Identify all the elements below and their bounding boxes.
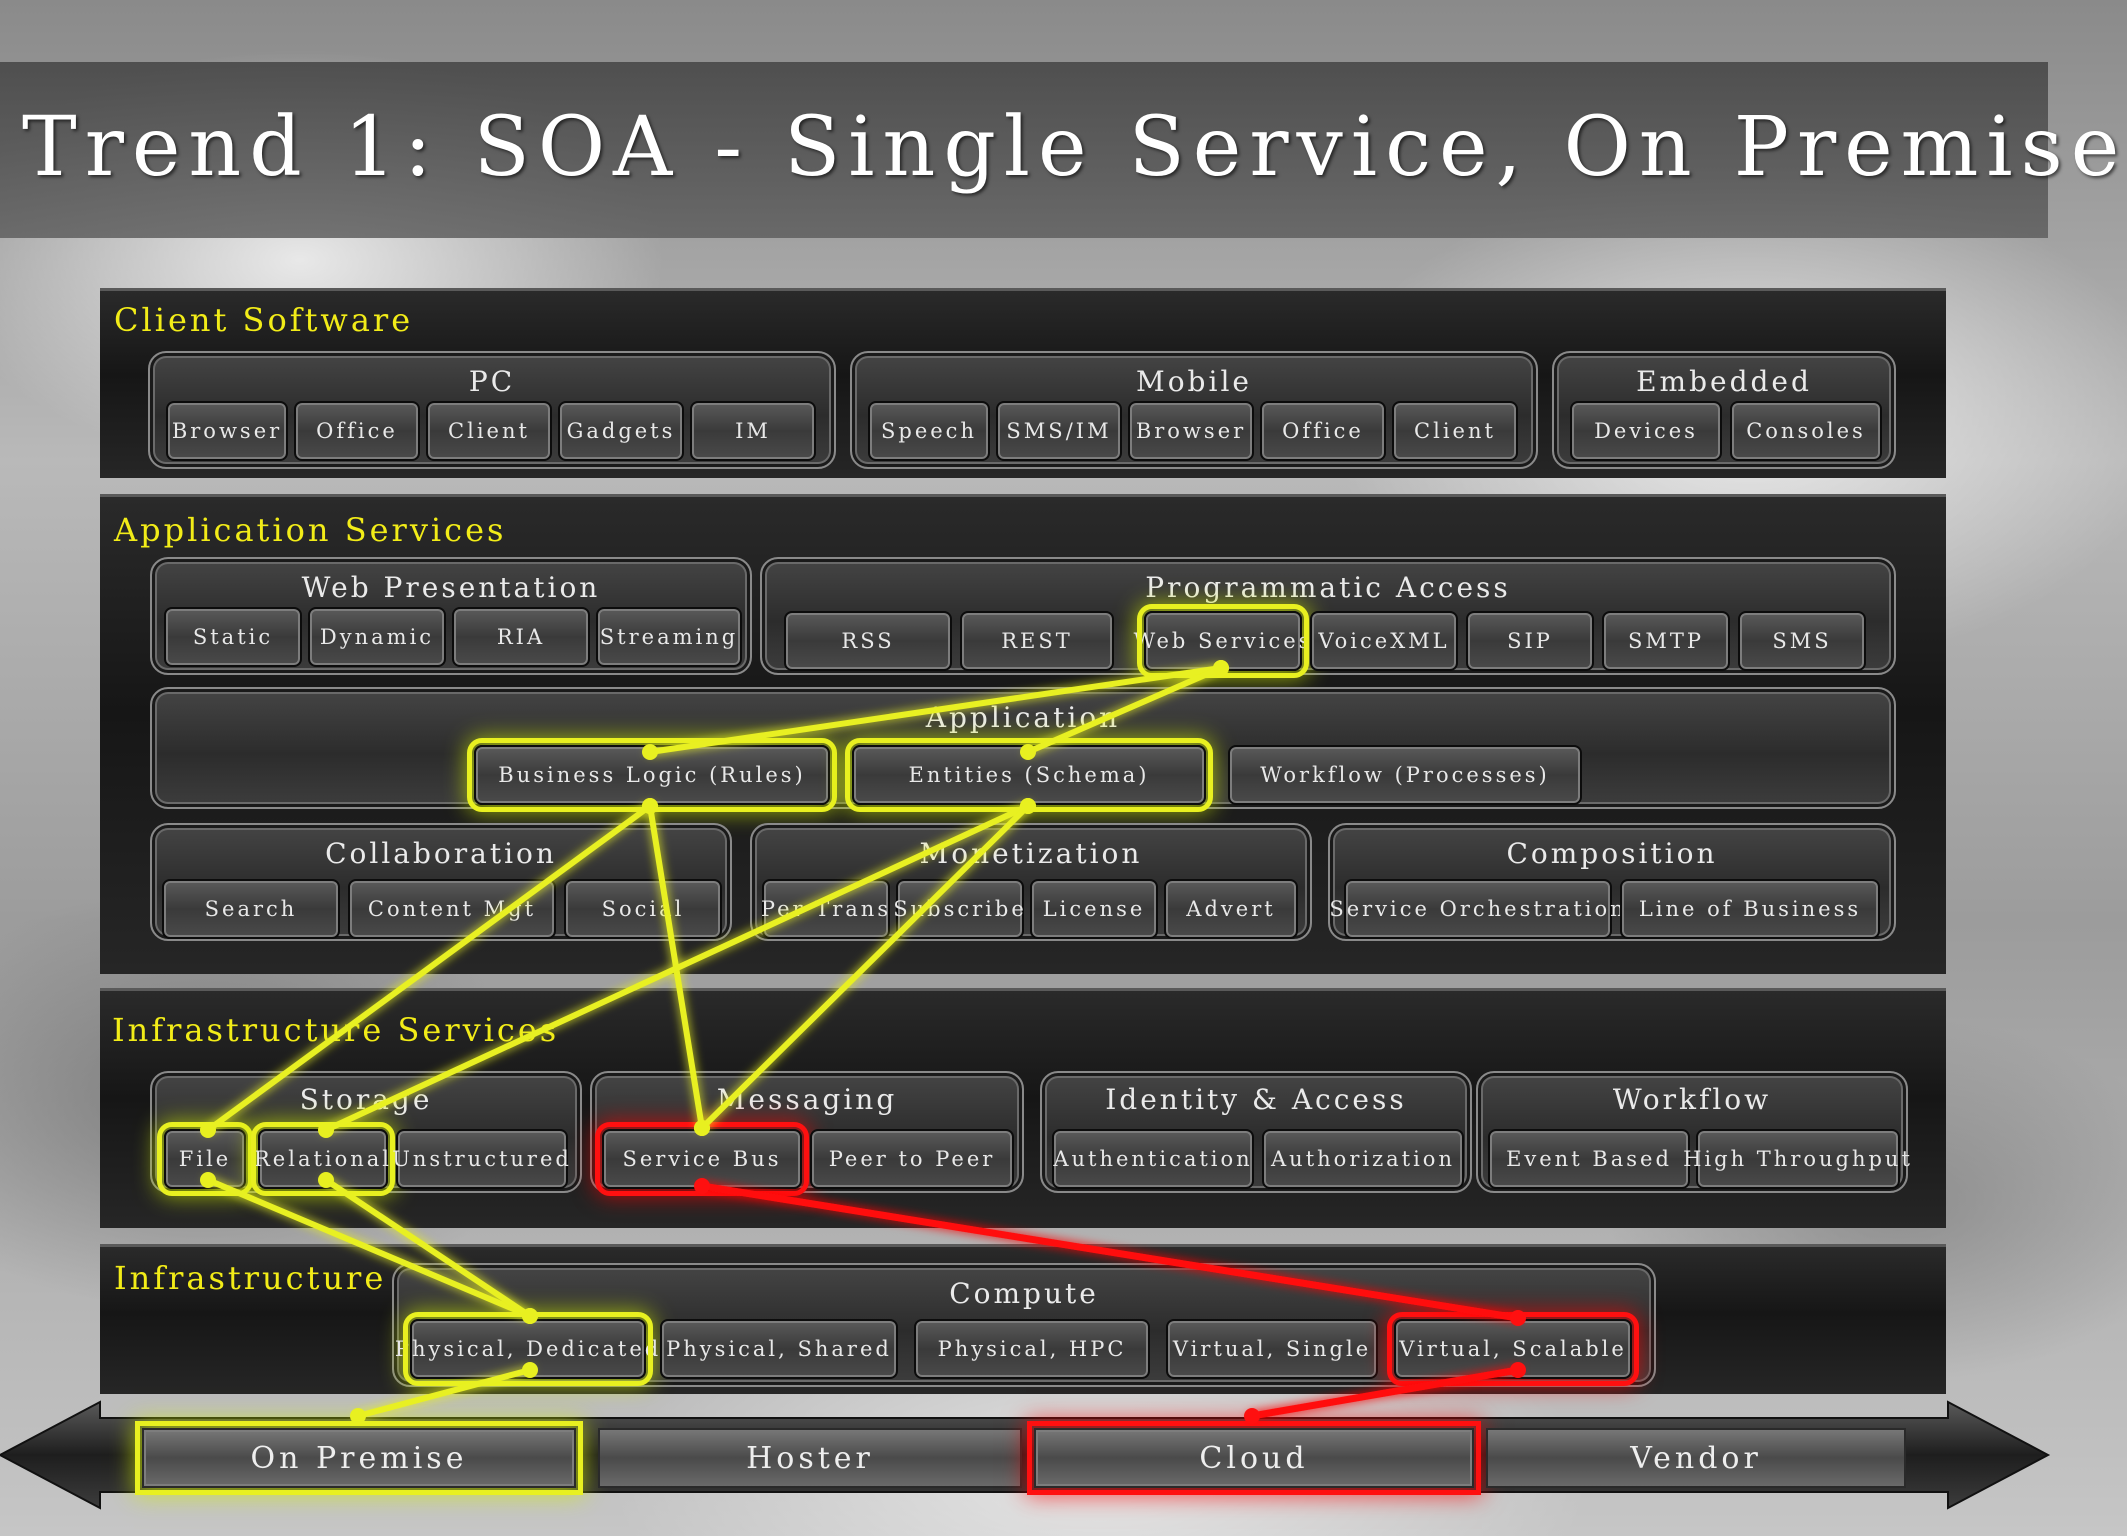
group-programmatic-access: Programmatic Access RSS REST Web Service… [760, 557, 1896, 678]
cell-ria: RIA [452, 607, 590, 667]
cell-streaming: Streaming [596, 607, 742, 667]
group-mobile: Mobile Speech SMS/IM Browser Office Clie… [850, 351, 1538, 469]
group-title-pc: PC [468, 365, 516, 398]
cell-service-orchestration: Service Orchestration [1329, 879, 1624, 939]
cell-mobile-browser: Browser [1128, 401, 1254, 461]
group-title-workflow: Workflow [1612, 1083, 1772, 1116]
cell-per-trans: Per Trans [761, 879, 890, 939]
group-identity-access: Identity & Access Authentication Authori… [1040, 1071, 1472, 1193]
group-compute: Compute Physical, Dedicated Physical, Sh… [392, 1263, 1656, 1387]
group-application: Application Business Logic (Rules) Entit… [150, 687, 1896, 812]
cell-physical-hpc: Physical, HPC [914, 1319, 1150, 1379]
band-title-application-services: Application Services [114, 511, 507, 549]
group-composition: Composition Service Orchestration Line o… [1328, 823, 1896, 941]
deployment-hoster: Hoster [598, 1428, 1022, 1488]
cell-search: Search [162, 879, 340, 939]
cell-devices: Devices [1570, 401, 1722, 461]
group-title-messaging: Messaging [716, 1083, 898, 1116]
cell-sms: SMS [1738, 611, 1866, 671]
cell-high-throughput: High Throughput [1683, 1129, 1910, 1189]
group-title-compute: Compute [949, 1277, 1099, 1310]
cell-dynamic: Dynamic [308, 607, 446, 667]
cell-client: Client [426, 401, 552, 461]
group-embedded: Embedded Devices Consoles [1552, 351, 1896, 469]
cell-mobile-client: Client [1392, 401, 1518, 461]
cell-rss: RSS [784, 611, 952, 671]
cell-voicexml: VoiceXML [1310, 611, 1458, 671]
group-workflow: Workflow Event Based High Throughput [1476, 1071, 1910, 1193]
group-monetization: Monetization Per Trans Subscribe License… [750, 823, 1312, 941]
infrastructure-services-band: Infrastructure Services Storage File Rel… [100, 988, 1946, 1228]
group-title-application: Application [925, 701, 1121, 734]
cell-authentication: Authentication [1052, 1129, 1254, 1189]
group-storage: Storage File Relational Unstructured [150, 1071, 582, 1196]
cell-content-mgt: Content Mgt [348, 879, 556, 939]
deployment-on-premise: On Premise [135, 1421, 583, 1495]
cell-line-of-business: Line of Business [1620, 879, 1880, 939]
band-title-infrastructure: Infrastructure [114, 1259, 387, 1297]
cell-office: Office [294, 401, 420, 461]
cell-event-based: Event Based [1488, 1129, 1690, 1189]
group-web-presentation: Web Presentation Static Dynamic RIA Stre… [150, 557, 752, 675]
cell-virtual-single: Virtual, Single [1166, 1319, 1378, 1379]
group-title-identity-access: Identity & Access [1105, 1083, 1407, 1116]
group-title-programmatic-access: Programmatic Access [1145, 571, 1511, 604]
cell-social: Social [564, 879, 722, 939]
group-pc: PC Browser Office Client Gadgets IM [148, 351, 836, 469]
cell-advert: Advert [1164, 879, 1298, 939]
cell-mobile-office: Office [1260, 401, 1386, 461]
cell-static: Static [164, 607, 302, 667]
cell-im: IM [690, 401, 816, 461]
group-title-mobile: Mobile [1136, 365, 1252, 398]
cell-business-logic: Business Logic (Rules) [467, 738, 837, 812]
cell-entities: Entities (Schema) [845, 738, 1213, 812]
cell-web-services: Web Services [1134, 604, 1309, 678]
group-collaboration: Collaboration Search Content Mgt Social [150, 823, 732, 941]
deployment-vendor: Vendor [1486, 1428, 1906, 1488]
cell-consoles: Consoles [1730, 401, 1882, 461]
cell-relational: Relational [251, 1122, 395, 1196]
cell-peer-to-peer: Peer to Peer [810, 1129, 1014, 1189]
band-title-client-software: Client Software [114, 301, 414, 339]
cell-sms-im: SMS/IM [996, 401, 1122, 461]
group-title-web-presentation: Web Presentation [301, 571, 601, 604]
cell-virtual-scalable: Virtual, Scalable [1387, 1312, 1639, 1386]
group-title-storage: Storage [299, 1083, 433, 1116]
cell-sip: SIP [1466, 611, 1594, 671]
cell-unstructured: Unstructured [392, 1129, 569, 1189]
cell-smtp: SMTP [1602, 611, 1730, 671]
group-title-collaboration: Collaboration [325, 837, 557, 870]
cell-license: License [1030, 879, 1158, 939]
application-services-band: Application Services Web Presentation St… [100, 494, 1946, 974]
cell-file: File [157, 1122, 253, 1196]
cell-physical-dedicated: Physical, Dedicated [395, 1312, 658, 1386]
band-title-infrastructure-services: Infrastructure Services [112, 1011, 560, 1049]
slide-title: Trend 1: SOA - Single Service, On Premis… [22, 100, 2127, 195]
cell-rest: REST [960, 611, 1114, 671]
infrastructure-band: Infrastructure Compute Physical, Dedicat… [100, 1244, 1946, 1394]
cell-workflow-processes: Workflow (Processes) [1228, 745, 1582, 805]
group-title-monetization: Monetization [919, 837, 1143, 870]
client-software-band: Client Software PC Browser Office Client… [100, 288, 1946, 478]
cell-physical-shared: Physical, Shared [660, 1319, 898, 1379]
group-title-composition: Composition [1506, 837, 1718, 870]
cell-gadgets: Gadgets [558, 401, 684, 461]
title-bar [0, 62, 2048, 238]
cell-subscribe: Subscribe [893, 879, 1024, 939]
cell-authorization: Authorization [1262, 1129, 1464, 1189]
cell-speech: Speech [868, 401, 990, 461]
cell-browser: Browser [166, 401, 288, 461]
group-title-embedded: Embedded [1636, 365, 1812, 398]
group-messaging: Messaging Service Bus Peer to Peer [590, 1071, 1024, 1196]
cell-service-bus: Service Bus [595, 1122, 809, 1196]
deployment-cloud: Cloud [1027, 1421, 1481, 1495]
